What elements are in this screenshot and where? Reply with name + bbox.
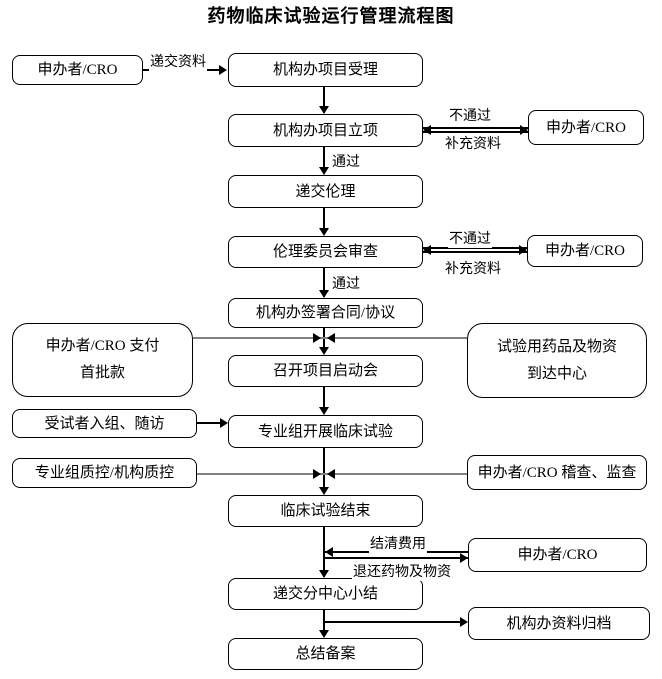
arrowhead-down-v6	[319, 407, 329, 415]
arrowhead-down-v4	[319, 290, 329, 298]
connector-supplement2	[423, 251, 527, 253]
arrowhead-right-archive	[460, 617, 468, 627]
label-fail1: 不通过	[448, 105, 492, 125]
label-settle-fees: 结清费用	[369, 533, 427, 553]
node-subcenter-summary: 递交分中心小结	[228, 578, 423, 610]
label-pass2: 通过	[331, 273, 361, 293]
node-supplies: 试验用药品及物资 到达中心	[467, 323, 647, 398]
node-sign-contract: 机构办签署合同/协议	[228, 298, 423, 328]
node-sponsor-ethics: 申办者/CRO	[527, 235, 643, 267]
arrowhead-down-v1	[319, 106, 329, 114]
node-archive: 机构办资料归档	[468, 607, 650, 640]
supplies-line2: 到达中心	[526, 365, 587, 382]
arrowhead-right-fail2	[519, 245, 527, 255]
label-supplement2: 补充资料	[444, 258, 502, 278]
connector-v9	[323, 610, 325, 630]
connector-v7	[323, 448, 325, 487]
arrowhead-left-supplement2	[423, 245, 431, 255]
node-trial-end: 临床试验结束	[228, 495, 423, 527]
connector-v8	[323, 527, 325, 570]
connector-fail1	[423, 127, 528, 129]
connector-v3	[323, 208, 325, 228]
arrowhead-right-junction1	[313, 333, 321, 343]
arrowhead-right-fail1	[520, 125, 528, 135]
node-conduct-trial: 专业组开展临床试验	[228, 415, 423, 448]
node-ethics-review: 伦理委员会审查	[228, 236, 423, 268]
node-acceptance: 机构办项目受理	[228, 53, 423, 87]
node-sponsor-payment: 申办者/CRO 支付 首批款	[12, 323, 193, 397]
label-fail2: 不通过	[448, 228, 492, 248]
label-pass1: 通过	[331, 151, 361, 171]
label-supplement1: 补充资料	[444, 133, 502, 153]
arrowhead-down-v9	[319, 630, 329, 638]
arrowhead-down-v7	[319, 487, 329, 495]
node-audit: 申办者/CRO 稽查、监查	[467, 455, 647, 490]
connector-v6	[323, 387, 325, 407]
label-submit-docs: 递交资料	[149, 51, 207, 71]
arrowhead-down-v8	[319, 570, 329, 578]
arrowhead-down-v2	[319, 167, 329, 175]
connector-v4	[323, 268, 325, 290]
arrowhead-left-junction2	[327, 469, 335, 479]
arrowhead-left-junction1	[327, 333, 335, 343]
node-qc: 专业组质控/机构质控	[12, 458, 197, 488]
arrowhead-down-v5	[319, 347, 329, 355]
arrowhead-left-settle-fees	[325, 547, 333, 557]
label-return-supplies: 退还药物及物资	[352, 561, 452, 581]
node-sponsor-start: 申办者/CRO	[12, 55, 143, 85]
arrowhead-right-submit-docs	[219, 65, 227, 75]
arrowhead-left-supplement1	[423, 125, 431, 135]
node-final-record: 总结备案	[228, 638, 423, 670]
page-title: 药物临床试验运行管理流程图	[207, 6, 455, 26]
connector-supplement1	[423, 131, 528, 133]
connector-archive	[324, 621, 461, 623]
node-approval: 机构办项目立项	[228, 114, 423, 147]
connector-return-supplies	[325, 557, 468, 559]
arrowhead-right-enrollment	[220, 418, 228, 428]
connector-enrollment	[197, 422, 221, 424]
node-sponsor-settle: 申办者/CRO	[468, 538, 647, 572]
connector-v2	[323, 147, 325, 167]
connector-v1	[323, 87, 325, 106]
node-kickoff: 召开项目启动会	[228, 355, 423, 387]
payment-line1: 申办者/CRO 支付	[45, 338, 160, 354]
node-enrollment: 受试者入组、随访	[12, 409, 197, 438]
arrowhead-right-junction2	[313, 469, 321, 479]
arrowhead-down-v3	[319, 228, 329, 236]
node-submit-ethics: 递交伦理	[228, 175, 423, 208]
node-sponsor-approval: 申办者/CRO	[528, 110, 644, 145]
supplies-line1: 试验用药品及物资	[496, 338, 617, 355]
arrowhead-right-return-supplies	[460, 553, 468, 563]
connector-fail2	[423, 247, 527, 249]
payment-line2: 首批款	[79, 365, 125, 381]
